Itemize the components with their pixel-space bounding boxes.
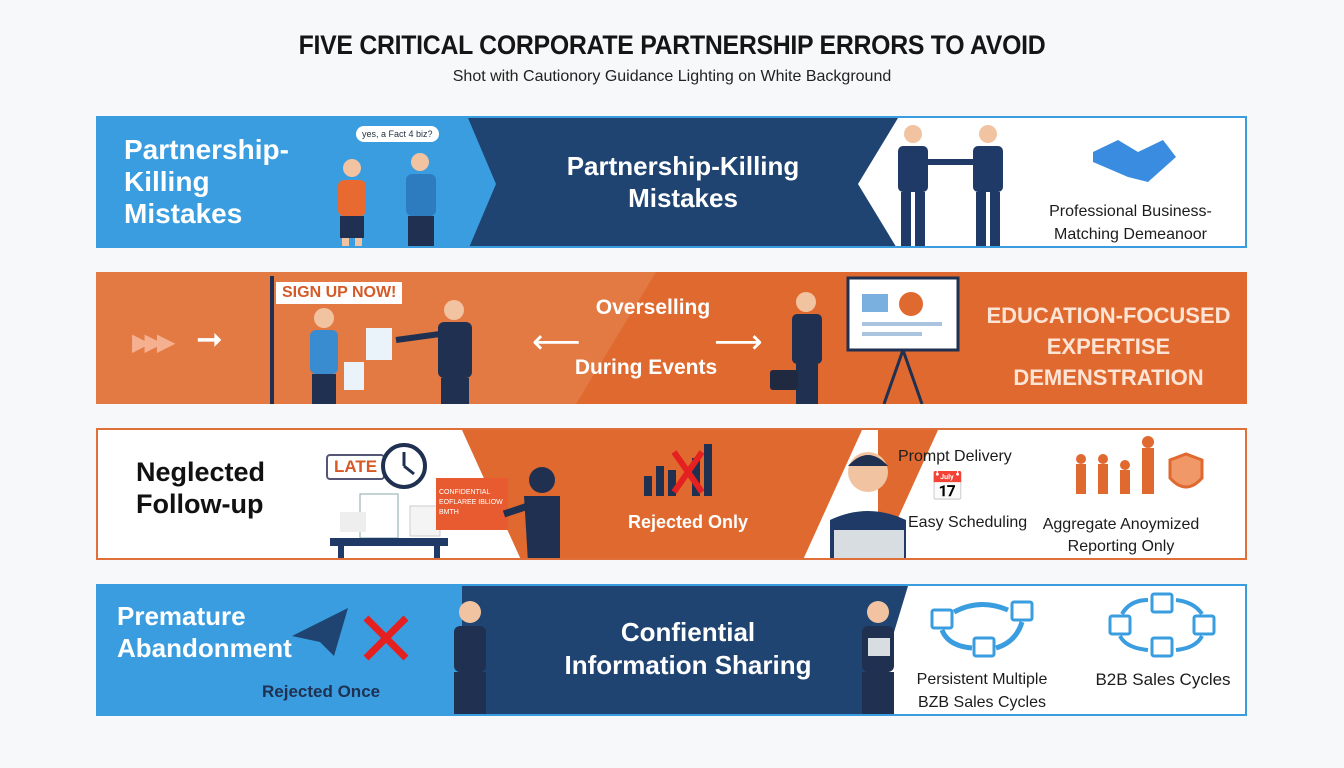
right-text: Professional Business-Matching Demeanoor: [1049, 203, 1212, 243]
shadow-figure-illustration: [502, 467, 560, 558]
seated-man-illustration: [454, 601, 486, 714]
sign-post: [270, 276, 274, 404]
rejected-only-label: Rejected Only: [627, 512, 749, 532]
during-events-label: During Events: [574, 356, 718, 379]
page-subtitle: Shot with Cautionory Guidance Lighting o…: [452, 68, 892, 85]
calendar-icon: 📅: [930, 471, 965, 502]
right-arrow-icon: ➞: [196, 321, 223, 357]
clock-and-desk-illustration: [330, 443, 448, 558]
left-arrow-icon: ⟵: [532, 323, 581, 361]
people-chart-shield-icon: [1076, 436, 1204, 494]
b2b-cycles-label: B2B Sales Cycles: [1095, 670, 1231, 689]
easy-scheduling-label: Easy Scheduling: [908, 514, 1028, 531]
bar-chart-rejected-icon: [644, 444, 712, 496]
smiling-man-with-laptop-illustration: [830, 452, 906, 558]
paper-plane-rejected-icon: [292, 608, 409, 661]
rejected-once-label: Rejected Once: [262, 682, 381, 701]
seated-man-tablet-illustration: [862, 601, 894, 714]
row-overselling: ▶▶▶ ➞ SIGN UP NOW! ⟵ ⟶ Overselling Durin…: [96, 272, 1247, 404]
sign-up-now-sign: SIGN UP NOW!: [276, 282, 403, 304]
presenter-illustration: [770, 276, 960, 404]
sales-cycle-icon: [930, 600, 1034, 658]
two-people-talking-illustration: [338, 153, 436, 246]
right-arrow-icon-2: ⟶: [714, 323, 763, 361]
triple-chevron-icon: ▶▶▶: [132, 329, 175, 356]
overselling-label: Overselling: [595, 296, 711, 319]
page-title: FIVE CRITICAL CORPORATE PARTNERSHIP ERRO…: [298, 30, 1046, 60]
speech-bubble: yes, a Fact 4 biz?: [356, 126, 439, 142]
b2b-cycle-icon: [1108, 592, 1216, 658]
handshake-icon: [1093, 140, 1176, 182]
prompt-delivery-label: Prompt Delivery: [898, 448, 1012, 465]
people-exchanging-flyers-illustration: [310, 300, 472, 404]
handshake-businessmen-illustration: [898, 125, 1003, 246]
